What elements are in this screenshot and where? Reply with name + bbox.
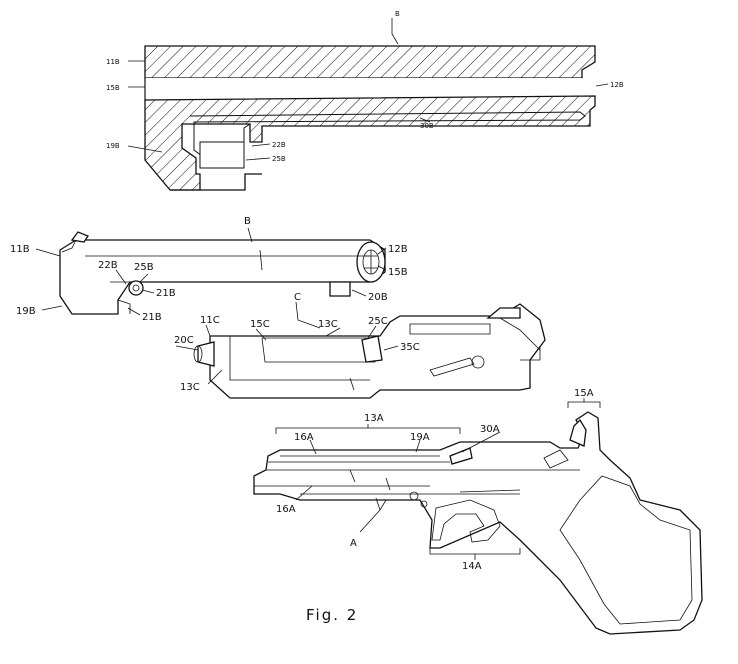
label-22b-section: 22B [272, 141, 286, 149]
label-12b-section: 12B [610, 81, 624, 89]
label-11b: 11B [10, 244, 30, 255]
label-c: C [294, 292, 301, 303]
frame-a-outline [253, 411, 703, 635]
label-12b: 12B [388, 244, 408, 255]
label-30a: 30A [480, 424, 500, 435]
label-15c: 15C [250, 319, 270, 330]
label-25b-section: 25B [272, 155, 286, 163]
part-c-slide: C 11C 13C 13C 15C 20C 25C 35C [174, 292, 546, 399]
label-21b-upper: 21B [156, 288, 176, 299]
label-b-section: B [395, 10, 400, 18]
label-b: B [244, 216, 251, 227]
front-sight [70, 231, 89, 243]
label-11c: 11C [200, 315, 220, 326]
grip-panel [559, 475, 693, 625]
part-b-barrel: B 11B 12B 15B 19B 20B 21B 21B 22B 25B [10, 216, 408, 323]
bore [145, 78, 595, 100]
label-14a: 14A [462, 561, 482, 572]
pin-hole-2 [420, 500, 428, 508]
label-21b-lower: 21B [142, 312, 162, 323]
label-15a: 15A [574, 388, 594, 399]
label-25b: 25B [134, 262, 154, 273]
barrel-upper-wall [144, 45, 596, 79]
barrel-bushing-20c [197, 341, 215, 367]
label-13c-lower: 13C [180, 382, 200, 393]
label-19b-section: 19B [106, 142, 120, 150]
label-16a-upper: 16A [294, 432, 314, 443]
recess-25b [199, 141, 245, 169]
label-19b: 19B [16, 306, 36, 317]
label-16a-lower: 16A [276, 504, 296, 515]
barrel-b-outline [59, 239, 386, 315]
label-35c: 35C [400, 342, 420, 353]
label-22b: 22B [98, 260, 118, 271]
label-30b-section: 30B [420, 122, 434, 130]
section-bottom-step [170, 173, 262, 191]
label-a: A [350, 538, 357, 549]
label-20b: 20B [368, 292, 388, 303]
rear-sight-c [486, 307, 521, 319]
label-25c: 25C [368, 316, 388, 327]
pin-hole-1 [409, 491, 419, 501]
figure-caption: Fig. 2 [306, 606, 358, 624]
slide-rail-a [266, 455, 580, 471]
label-20c: 20C [174, 335, 194, 346]
label-13c-upper: 13C [318, 319, 338, 330]
pin-25b [128, 280, 144, 296]
lug-20b [329, 281, 351, 297]
label-13a: 13A [364, 413, 384, 424]
hammer-15a [569, 418, 587, 447]
label-19a: 19A [410, 432, 430, 443]
label-15b-section: 15B [106, 84, 120, 92]
ejector-30a [449, 447, 473, 465]
label-11b-section: 11B [106, 58, 120, 66]
ejection-lug-35c [361, 335, 383, 363]
trigger-guard [431, 499, 501, 543]
section-view: B 11B 15B 12B 19B 22B 25B 30B [106, 10, 624, 191]
part-a-frame: 13A 14A 15A 16A 16A 19A 30A A [253, 388, 703, 635]
label-15b: 15B [388, 267, 408, 278]
